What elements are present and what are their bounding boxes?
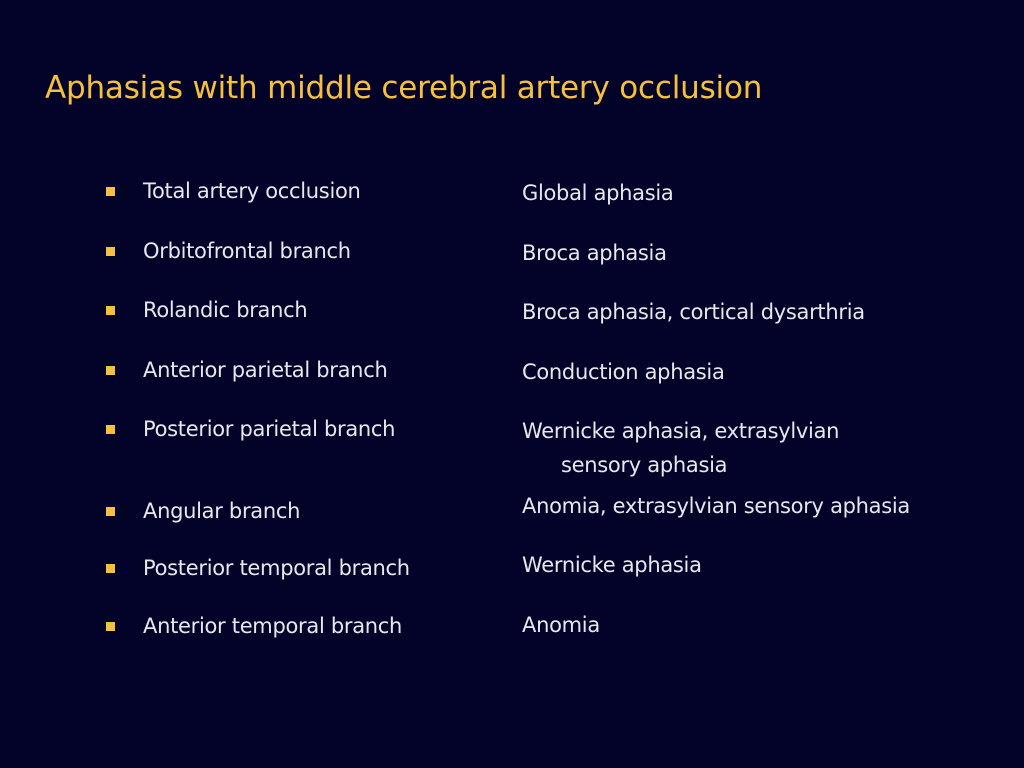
- aphasia-label: Anomia, extrasylvian sensory aphasia: [522, 489, 910, 523]
- branch-label: Anterior parietal branch: [143, 358, 388, 382]
- bullet-icon: [106, 187, 115, 196]
- aphasia-text: Wernicke aphasia: [522, 553, 702, 577]
- aphasia-label: Conduction aphasia: [522, 355, 725, 389]
- aphasia-label: Wernicke aphasia: [522, 548, 702, 582]
- aphasia-label: Global aphasia: [522, 176, 674, 210]
- aphasia-label: Anomia: [522, 608, 600, 642]
- bullet-icon: [106, 622, 115, 631]
- branch-label: Posterior parietal branch: [143, 417, 396, 441]
- aphasia-text-continued: sensory aphasia: [561, 453, 728, 477]
- aphasia-label: Broca aphasia, cortical dysarthria: [522, 295, 865, 329]
- branch-label: Anterior temporal branch: [143, 614, 403, 638]
- aphasia-text: Global aphasia: [522, 181, 674, 205]
- bullet-icon: [106, 507, 115, 516]
- aphasia-text: Broca aphasia, cortical dysarthria: [522, 300, 865, 324]
- aphasia-text: Anomia: [522, 613, 600, 637]
- slide-title: Aphasias with middle cerebral artery occ…: [45, 70, 763, 106]
- aphasia-label: Wernicke aphasia, extrasylvian sensory a…: [522, 414, 839, 482]
- aphasia-text: Broca aphasia: [522, 241, 667, 265]
- branch-label: Total artery occlusion: [143, 179, 361, 203]
- bullet-icon: [106, 564, 115, 573]
- branch-label: Rolandic branch: [143, 298, 308, 322]
- aphasia-label: Broca aphasia: [522, 236, 667, 270]
- aphasia-text: Anomia, extrasylvian sensory aphasia: [522, 494, 910, 518]
- bullet-icon: [106, 247, 115, 256]
- bullet-icon: [106, 366, 115, 375]
- bullet-icon: [106, 425, 115, 434]
- aphasia-text: Wernicke aphasia, extrasylvian: [522, 419, 840, 443]
- aphasia-text: Conduction aphasia: [522, 360, 725, 384]
- branch-label: Angular branch: [143, 499, 301, 523]
- branch-label: Posterior temporal branch: [143, 556, 410, 580]
- bullet-icon: [106, 306, 115, 315]
- branch-label: Orbitofrontal branch: [143, 239, 351, 263]
